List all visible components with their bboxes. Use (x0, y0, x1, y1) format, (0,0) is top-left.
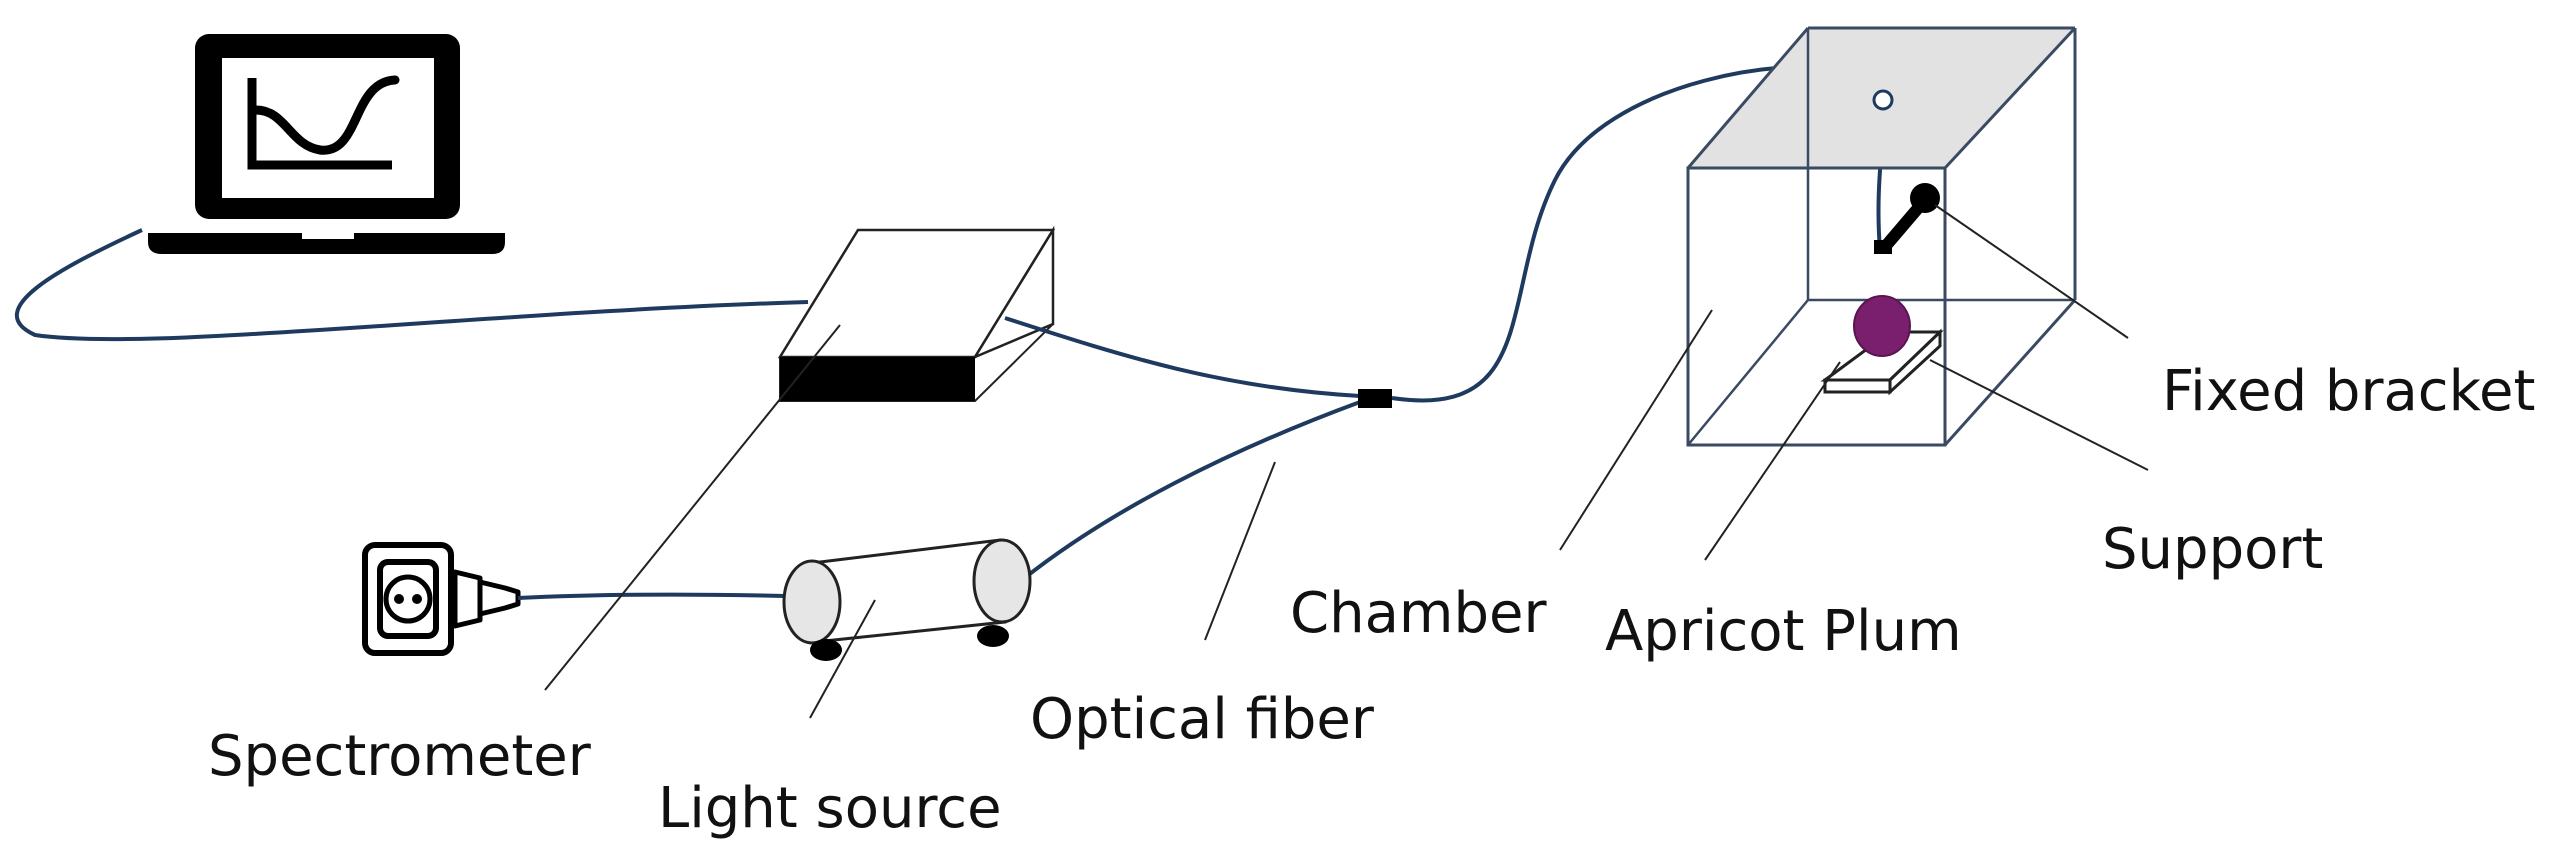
fiber-ring (1872, 89, 1894, 111)
apricot-plum-fruit (1853, 295, 1911, 357)
power-plug-icon (452, 569, 521, 629)
support-platform (1820, 328, 1944, 396)
light-source-device (782, 538, 1032, 661)
label-apricot-plum: Apricot Plum (1605, 599, 1962, 664)
label-light-source: Light source (658, 776, 1002, 841)
power-cable (517, 592, 786, 600)
label-fixed-bracket: Fixed bracket (2162, 359, 2535, 424)
spectrometer-fiber (1004, 316, 1361, 398)
spectrometer-device (777, 225, 1056, 402)
laptop-graph-icon (148, 34, 505, 254)
light-source-fiber (1020, 400, 1361, 582)
fiber-coupler (1358, 389, 1392, 408)
label-support: Support (2102, 517, 2323, 582)
laptop-cable (14, 228, 809, 342)
fixed-bracket (1874, 183, 1940, 254)
leader-lines (544, 204, 2149, 719)
power-outlet-icon (362, 542, 454, 656)
label-chamber: Chamber (1290, 581, 1547, 646)
label-spectrometer: Spectrometer (208, 724, 592, 789)
label-optical-fiber: Optical fiber (1030, 687, 1375, 752)
